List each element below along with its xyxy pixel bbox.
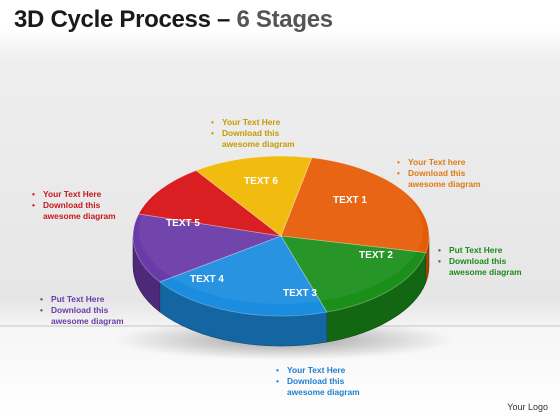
segment-top-4 bbox=[132, 213, 283, 283]
note-6-line-2: Download this awesome diagram bbox=[209, 128, 309, 150]
segment-top-5 bbox=[138, 170, 282, 237]
segment-label-4: TEXT 4 bbox=[190, 274, 224, 285]
note-1-line-1: Your Text here bbox=[395, 157, 495, 168]
brand-logo-text: Your Logo bbox=[507, 402, 548, 412]
diagram-tops bbox=[132, 155, 430, 317]
note-stage-6: Your Text HereDownload this awesome diag… bbox=[209, 117, 309, 150]
title-sub: 6 Stages bbox=[236, 6, 333, 33]
note-stage-5: Your Text HereDownload this awesome diag… bbox=[30, 189, 130, 222]
note-stage-2: Put Text HereDownload this awesome diagr… bbox=[436, 245, 532, 278]
segment-top-6 bbox=[195, 155, 313, 237]
note-4-line-2: Download this awesome diagram bbox=[38, 305, 138, 327]
note-5-line-1: Your Text Here bbox=[30, 189, 130, 200]
title-dash: – bbox=[210, 6, 237, 33]
note-6-line-1: Your Text Here bbox=[209, 117, 309, 128]
segment-label-3: TEXT 3 bbox=[283, 288, 317, 299]
segment-label-1: TEXT 1 bbox=[333, 195, 367, 206]
segment-top-2 bbox=[280, 235, 427, 313]
diagram-labels: TEXT 1 TEXT 2 TEXT 3 TEXT 4 TEXT 5 TEXT 6 bbox=[166, 176, 393, 299]
note-4-line-1: Put Text Here bbox=[38, 294, 138, 305]
note-5-line-2: Download this awesome diagram bbox=[30, 200, 130, 222]
segment-label-5: TEXT 5 bbox=[166, 218, 200, 229]
title-main: 3D Cycle Process bbox=[14, 6, 211, 33]
note-stage-1: Your Text hereDownload this awesome diag… bbox=[395, 157, 495, 190]
segment-top-3 bbox=[158, 235, 328, 317]
segment-label-2: TEXT 2 bbox=[359, 250, 393, 261]
note-2-line-2: Download this awesome diagram bbox=[436, 256, 532, 278]
note-3-line-2: Download this awesome diagram bbox=[274, 376, 374, 398]
diagram-gloss bbox=[139, 156, 423, 304]
note-stage-3: Your Text HereDownload this awesome diag… bbox=[274, 365, 374, 398]
segment-label-6: TEXT 6 bbox=[244, 176, 278, 187]
note-3-line-1: Your Text Here bbox=[274, 365, 374, 376]
page-title: 3D Cycle Process – 6 Stages bbox=[14, 6, 333, 34]
note-2-line-1: Put Text Here bbox=[436, 245, 532, 256]
segment-top-1 bbox=[280, 157, 430, 254]
note-1-line-2: Download this awesome diagram bbox=[395, 168, 495, 190]
note-stage-4: Put Text HereDownload this awesome diagr… bbox=[38, 294, 138, 327]
